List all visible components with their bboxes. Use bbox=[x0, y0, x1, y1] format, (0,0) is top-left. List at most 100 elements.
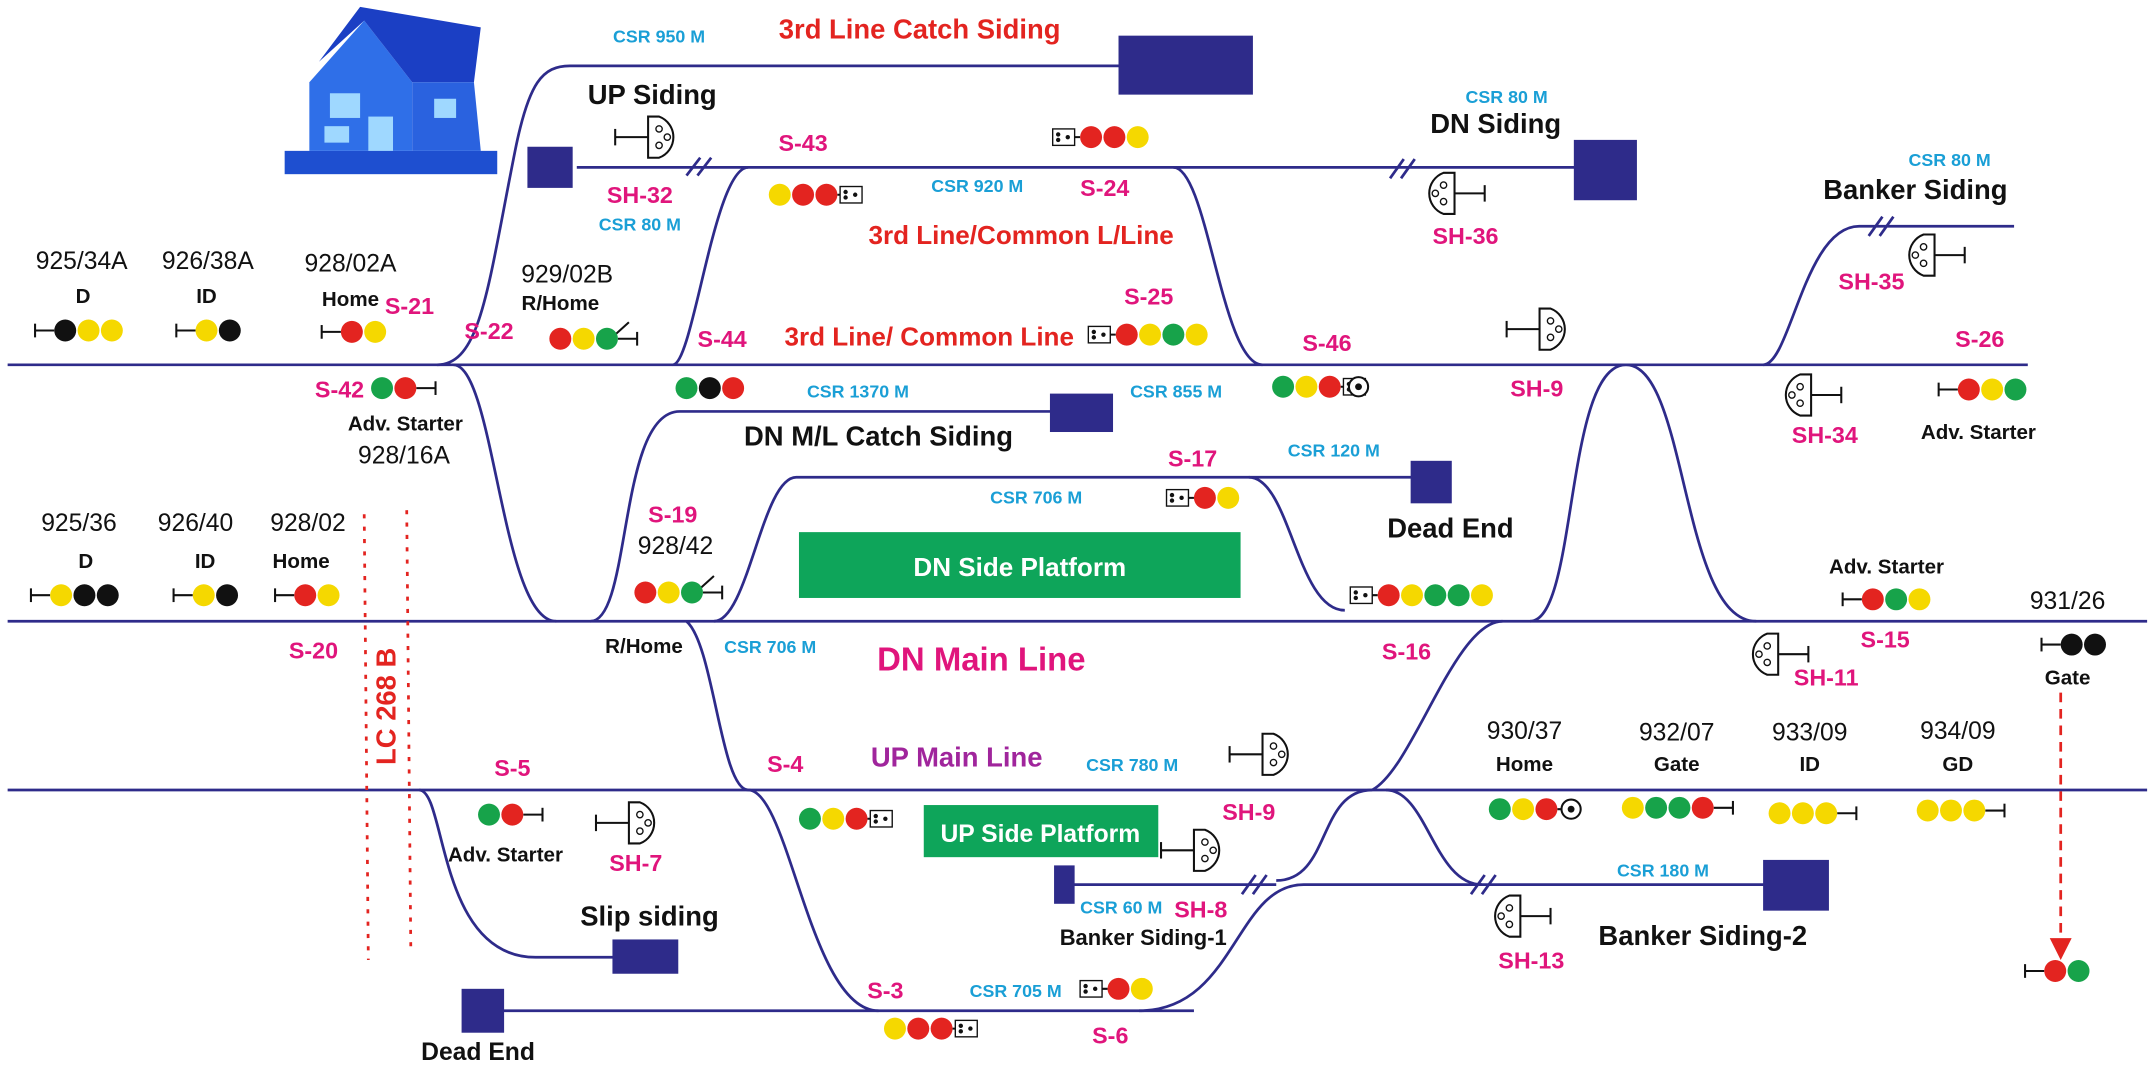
signal-head-928-02-lamp-2 bbox=[317, 584, 340, 607]
dn-ml-catch-siding-track bbox=[590, 410, 1085, 623]
signal-type-labels: D ID Home R/Home Adv. Starter D ID Home … bbox=[76, 285, 2091, 866]
signal-head-s4-lamp-1 bbox=[798, 807, 821, 830]
signal-head-928-16a-lamp-1 bbox=[371, 377, 394, 400]
shunt-sh9-top: SH-9 bbox=[1510, 375, 1563, 401]
type-id-3: ID bbox=[1799, 753, 1820, 776]
csr-80-b: CSR 80 M bbox=[1466, 87, 1548, 107]
shunt-sh7-icon bbox=[594, 801, 656, 845]
csr-180: CSR 180 M bbox=[1617, 860, 1709, 880]
up-side-platform bbox=[923, 805, 1159, 858]
signal-s17: S-17 bbox=[1168, 445, 1217, 471]
signal-head-934-09-lamp-3 bbox=[1963, 799, 1986, 822]
shunt-sh8-icon bbox=[1160, 828, 1221, 872]
signal-head-933-09 bbox=[1768, 802, 1858, 825]
buffer-catch-siding bbox=[1118, 35, 1253, 95]
signal-head-s24 bbox=[1051, 126, 1149, 149]
num-929-02b: 929/02B bbox=[521, 262, 613, 289]
shunt-sh36: SH-36 bbox=[1432, 223, 1498, 249]
shunt-signals bbox=[594, 115, 1966, 938]
signal-head-s16-lamp-2 bbox=[1401, 584, 1423, 607]
signal-head-s43-lamp-3 bbox=[815, 183, 838, 206]
type-rhome-1: R/Home bbox=[521, 292, 599, 315]
num-928-16a: 928/16A bbox=[358, 443, 450, 470]
signal-head-928-02a-lamp-1 bbox=[340, 320, 363, 343]
signal-s6: S-6 bbox=[1092, 1023, 1128, 1049]
buffer-dead-end bbox=[1410, 460, 1452, 504]
loop-s16-s15 bbox=[1529, 363, 1757, 623]
type-gd: GD bbox=[1942, 753, 1973, 776]
crossover-s16 bbox=[1371, 619, 1503, 792]
track-break-marks bbox=[685, 156, 1895, 895]
num-930-37: 930/37 bbox=[1487, 718, 1562, 745]
signal-head-928-42-lamp-2 bbox=[657, 581, 680, 604]
type-home-3: Home bbox=[1496, 753, 1553, 776]
signal-head-932-07-lamp-1 bbox=[1621, 796, 1644, 819]
signal-head-s6-lamp-1 bbox=[1107, 977, 1130, 1000]
signal-head-s44-lamp-2 bbox=[698, 377, 721, 400]
route-indicator-s46 bbox=[1347, 376, 1370, 398]
s3-s6-track bbox=[747, 788, 1194, 1013]
signal-head-925-34a bbox=[34, 319, 123, 342]
shunt-sh9-bottom-icon bbox=[1228, 732, 1289, 776]
signal-head-930-37-lamp-3 bbox=[1535, 798, 1558, 821]
signal-head-932-07-lamp-4 bbox=[1691, 796, 1714, 819]
signal-s24: S-24 bbox=[1080, 175, 1129, 201]
up-side-platform-label: UP Side Platform bbox=[940, 821, 1140, 848]
shunt-sh32: SH-32 bbox=[607, 182, 673, 208]
platforms: DN Side Platform UP Side Platform bbox=[798, 532, 1241, 858]
level-crossing: LC 268 B bbox=[362, 510, 413, 961]
num-928-42: 928/42 bbox=[638, 533, 713, 560]
type-home-2: Home bbox=[273, 550, 330, 573]
signal-head-s4-route-box bbox=[869, 809, 893, 828]
signal-s21: S-21 bbox=[385, 293, 434, 319]
signal-s22: S-22 bbox=[464, 318, 513, 344]
csr-60: CSR 60 M bbox=[1080, 897, 1162, 917]
tracks bbox=[7, 64, 2148, 1013]
signal-head-s16-lamp-4 bbox=[1447, 584, 1470, 607]
shunt-sh9-top-icon bbox=[1505, 307, 1566, 351]
banker-siding-track bbox=[1762, 224, 2015, 367]
type-rhome-2: R/Home bbox=[605, 635, 683, 658]
route-indicator-930-37 bbox=[1560, 798, 1582, 820]
signal-s26: S-26 bbox=[1955, 326, 2004, 352]
crossover-s42-s20 bbox=[453, 363, 557, 623]
type-id-1: ID bbox=[196, 285, 217, 308]
banker-siding-2-track bbox=[1139, 883, 1770, 1013]
signal-head-s3-route-box bbox=[954, 1019, 978, 1038]
signal-head-s25-route-box bbox=[1087, 325, 1111, 344]
signal-head-s43 bbox=[768, 183, 863, 206]
signal-head-926-38a bbox=[175, 319, 241, 342]
signal-head-930-37-lamp-2 bbox=[1512, 798, 1535, 821]
signal-head-s24-route-box bbox=[1051, 128, 1076, 147]
type-d-1: D bbox=[76, 285, 91, 308]
csr-80-a: CSR 80 M bbox=[599, 214, 681, 234]
station-house-icon bbox=[284, 6, 498, 175]
signal-head-s44-lamp-3 bbox=[722, 377, 745, 400]
slip-siding-label: Slip siding bbox=[580, 901, 719, 932]
signal-s42: S-42 bbox=[315, 377, 364, 403]
signal-lamps bbox=[29, 126, 2106, 1040]
num-926-38a: 926/38A bbox=[162, 248, 254, 275]
signal-head-s3-lamp-3 bbox=[930, 1017, 953, 1040]
signal-head-s3 bbox=[883, 1017, 978, 1040]
signal-head-932-07-lamp-2 bbox=[1645, 796, 1668, 819]
signal-head-s17 bbox=[1165, 486, 1240, 509]
signal-head-931-26-lamp-1 bbox=[2060, 633, 2083, 656]
dn-side-platform bbox=[798, 532, 1241, 598]
banker-siding-2-label: Banker Siding-2 bbox=[1598, 920, 1807, 951]
signal-head-s25-lamp-1 bbox=[1115, 323, 1138, 346]
csr-1370: CSR 1370 M bbox=[807, 382, 909, 402]
signal-head-s15-lamp-3 bbox=[1908, 588, 1931, 611]
type-d-2: D bbox=[78, 550, 93, 573]
signal-head-926-40-lamp-2 bbox=[216, 584, 239, 607]
crossover-s25 bbox=[1173, 165, 1263, 367]
type-adv-starter-2: Adv. Starter bbox=[1921, 421, 2036, 444]
type-adv-starter-3: Adv. Starter bbox=[1829, 555, 1944, 578]
signal-head-932-07-lamp-3 bbox=[1668, 796, 1691, 819]
signal-head-928-02a bbox=[320, 320, 387, 343]
signal-head-934-09 bbox=[1916, 799, 2006, 822]
signal-head-925-34a-lamp-1 bbox=[54, 319, 77, 342]
buffer-banker-1 bbox=[1054, 865, 1075, 904]
